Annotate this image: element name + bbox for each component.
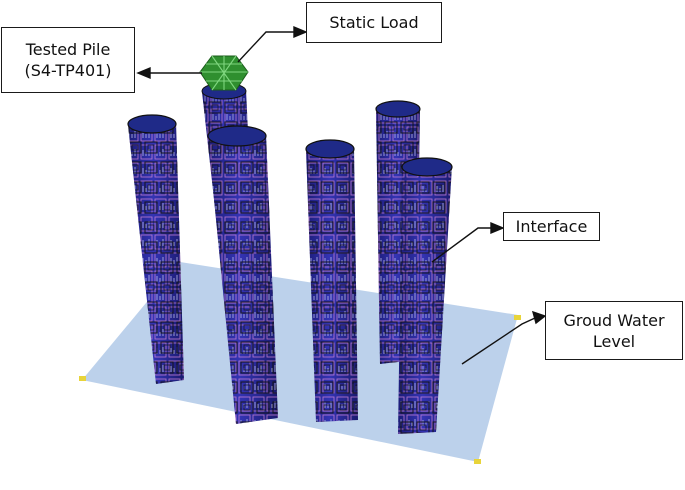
pile-5 [398,157,453,434]
ground-water-label-line1: Groud Water [563,310,665,330]
ground-water-callout: Groud Water Level [545,301,683,360]
plane-corner-markers [79,315,521,464]
pile-1 [127,114,184,384]
interface-callout: Interface [503,212,600,241]
tested-pile-label: Tested Pile [25,40,111,59]
ground-water-label-line2: Level [592,331,636,351]
tested-pile-callout: Tested Pile (S4-TP401) [1,27,135,93]
tested-pile-id: (S4-TP401) [24,61,112,80]
pile-3 [305,139,358,422]
static-load-callout: Static Load [306,2,442,43]
leader-lines [136,25,547,365]
static-load-mesh [199,55,249,91]
interface-label: Interface [515,217,588,236]
pile-2 [207,125,278,424]
static-load-label: Static Load [329,13,419,32]
